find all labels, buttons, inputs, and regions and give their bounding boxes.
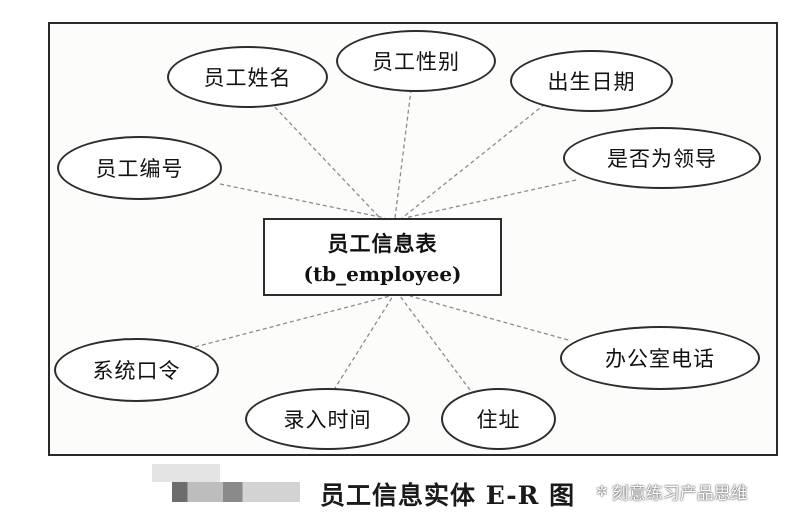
attribute-employee-name: 员工姓名 xyxy=(167,46,328,108)
connector-is-leader xyxy=(404,179,577,219)
entity-name: 员工信息表 xyxy=(327,232,438,256)
attribute-label: 是否为领导 xyxy=(607,147,717,171)
attribute-label: 系统口令 xyxy=(92,359,181,383)
attribute-label: 员工性别 xyxy=(372,50,460,74)
attribute-label: 办公室电话 xyxy=(605,347,715,371)
watermark-text: 刻意练习产品思维 xyxy=(611,484,748,504)
connector-birth-date xyxy=(401,103,546,219)
attribute-office-phone: 办公室电话 xyxy=(560,326,760,390)
watermark: ✲ 刻意练习产品思维 xyxy=(596,479,748,505)
attribute-label: 员工姓名 xyxy=(203,66,292,90)
entity-employee-table: 员工信息表 (tb_employee) xyxy=(263,218,502,296)
diagram-caption: 员工信息实体 E-R 图 xyxy=(320,481,576,510)
attribute-is-leader: 是否为领导 xyxy=(563,127,761,189)
connector-employee-gender xyxy=(394,81,413,219)
attribute-label: 住址 xyxy=(476,408,521,432)
connector-employee-name xyxy=(269,101,381,219)
attribute-label: 录入时间 xyxy=(283,408,372,432)
attribute-employee-id: 员工编号 xyxy=(57,136,222,200)
attribute-entry-time: 录入时间 xyxy=(245,388,410,450)
blurred-label-top xyxy=(152,464,220,482)
attribute-birth-date: 出生日期 xyxy=(510,50,673,112)
connector-employee-id xyxy=(219,183,386,219)
wechat-icon: ✲ xyxy=(596,483,608,500)
connector-entry-time xyxy=(329,295,394,397)
attribute-employee-gender: 员工性别 xyxy=(336,30,496,92)
attribute-label: 出生日期 xyxy=(547,70,636,94)
attribute-system-password: 系统口令 xyxy=(54,338,219,402)
connector-address xyxy=(399,295,471,391)
blurred-label xyxy=(172,482,300,502)
connector-system-password xyxy=(167,295,391,355)
attribute-address: 住址 xyxy=(441,388,556,450)
connector-office-phone xyxy=(409,295,569,341)
attribute-label: 员工编号 xyxy=(95,157,184,181)
entity-table-name: (tb_employee) xyxy=(303,262,462,286)
